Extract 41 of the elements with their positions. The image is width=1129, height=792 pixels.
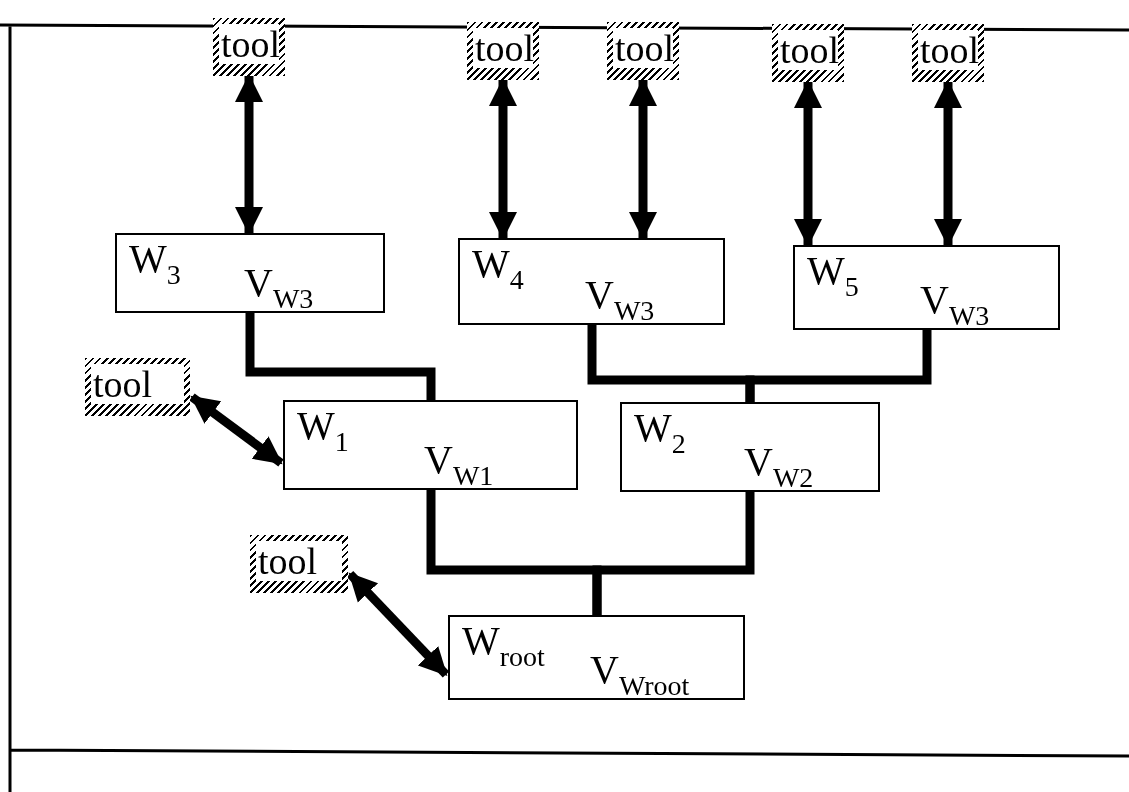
tool-label: tool xyxy=(219,24,279,64)
process-name: W$_{2}$ xyxy=(634,406,686,461)
tool-box xyxy=(607,22,679,80)
tool-label: tool xyxy=(256,541,342,581)
variable-label: V$_{Wroot}$ xyxy=(590,648,690,703)
process-box xyxy=(283,400,578,490)
tool-box xyxy=(85,358,190,416)
process-name: W$_{root}$ xyxy=(462,619,545,674)
variable-label: V$_{W3}$ xyxy=(920,278,990,333)
double-arrow xyxy=(489,78,517,240)
variable-label: V$_{W3}$ xyxy=(585,273,655,328)
double-arrow xyxy=(629,78,657,240)
variable-label: V$_{W1}$ xyxy=(424,438,494,493)
tool-label: tool xyxy=(613,28,673,68)
tool-label: tool xyxy=(91,364,184,404)
process-name: W$_{4}$ xyxy=(472,242,524,297)
double-arrow xyxy=(235,74,263,235)
process-box xyxy=(448,615,745,700)
tool-box xyxy=(912,24,984,82)
process-name: W$_{1}$ xyxy=(297,404,349,459)
double-arrow xyxy=(794,80,822,247)
process-box xyxy=(793,245,1060,330)
process-box xyxy=(115,233,385,313)
tool-box xyxy=(250,535,348,593)
connector-line xyxy=(245,313,436,400)
connector-line xyxy=(745,330,932,402)
process-name: W$_{3}$ xyxy=(129,237,181,292)
variable-label: V$_{W3}$ xyxy=(244,261,314,316)
double-arrow xyxy=(189,393,284,467)
tool-label: tool xyxy=(473,28,533,68)
tool-box xyxy=(467,22,539,80)
process-box xyxy=(620,402,880,492)
process-name: W$_{5}$ xyxy=(807,249,859,304)
tool-box xyxy=(213,18,285,76)
variable-label: V$_{W2}$ xyxy=(744,440,814,495)
process-box xyxy=(458,238,725,325)
double-arrow xyxy=(934,80,962,247)
connector-line xyxy=(592,492,755,615)
tool-box xyxy=(772,24,844,82)
tool-label: tool xyxy=(918,30,978,70)
tool-label: tool xyxy=(778,30,838,70)
